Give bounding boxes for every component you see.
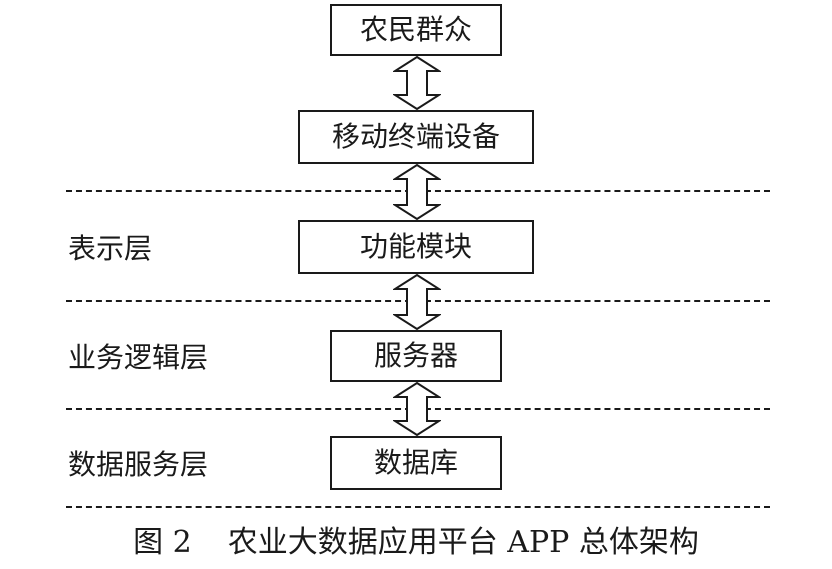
node-function-module: 功能模块 — [298, 220, 534, 274]
layer-label-data-service: 数据服务层 — [68, 448, 209, 481]
bidirectional-arrow-icon — [393, 274, 441, 330]
bidirectional-arrow-icon — [393, 164, 441, 220]
layer-divider-bottom — [66, 506, 770, 508]
node-server: 服务器 — [330, 330, 502, 382]
layer-label-business-logic: 业务逻辑层 — [68, 341, 209, 374]
figure-caption: 图 2 农业大数据应用平台 APP 总体架构 — [0, 528, 832, 558]
figure-number: 图 2 — [133, 525, 192, 560]
node-farmers: 农民群众 — [330, 4, 502, 56]
bidirectional-arrow-icon — [393, 382, 441, 436]
bidirectional-arrow-icon — [393, 56, 441, 110]
figure-title: 农业大数据应用平台 APP 总体架构 — [227, 525, 699, 560]
layer-label-presentation: 表示层 — [68, 232, 153, 265]
node-mobile-terminal: 移动终端设备 — [298, 110, 534, 164]
node-database: 数据库 — [330, 436, 502, 490]
